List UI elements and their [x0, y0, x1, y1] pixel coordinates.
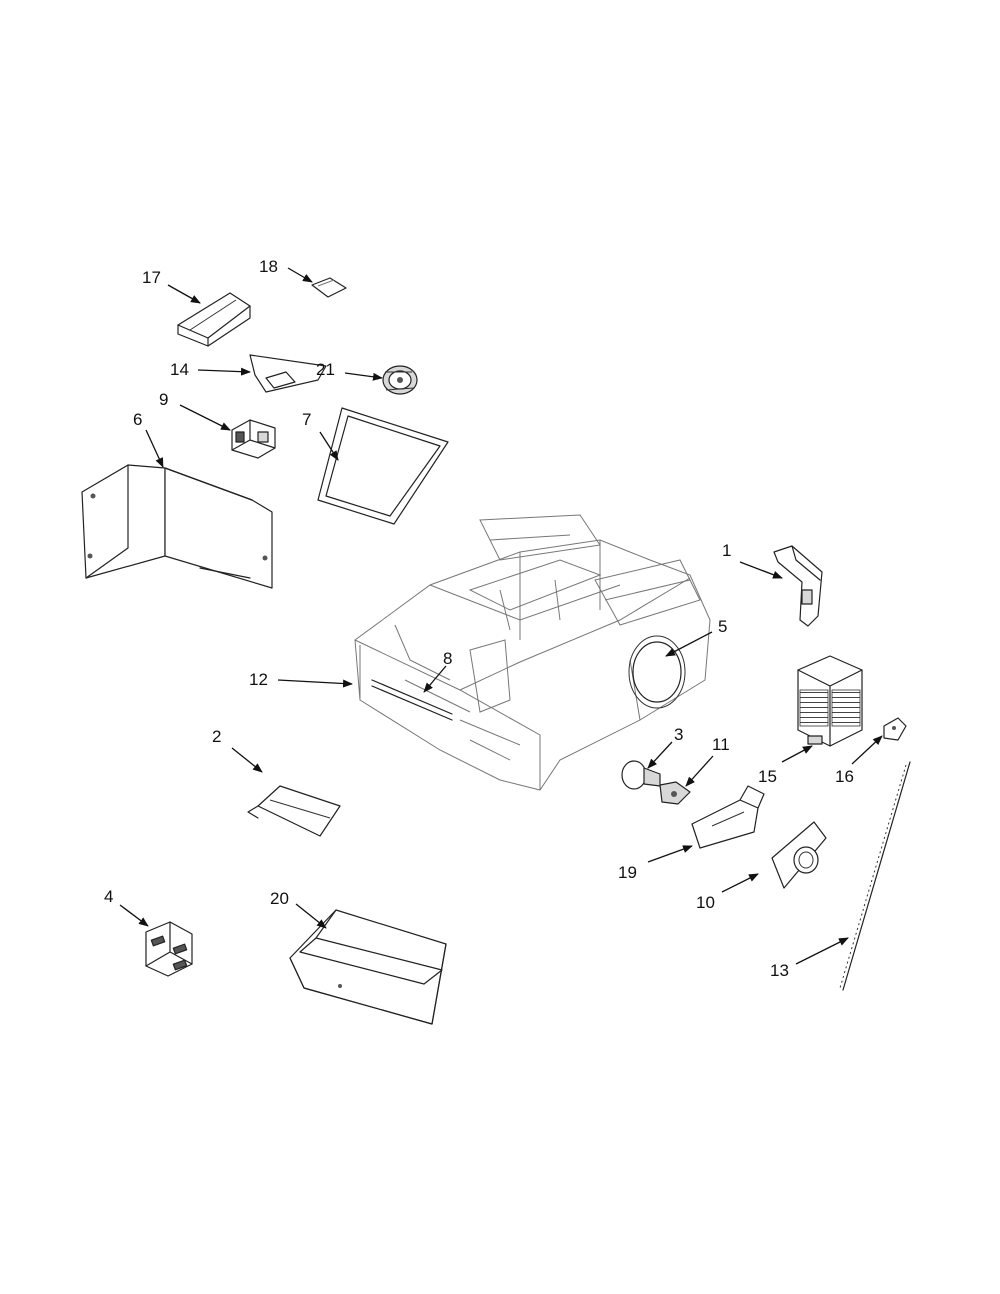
part-17-vent-cover [177, 292, 251, 347]
callout-9: 9 [159, 390, 168, 409]
callout-15: 15 [758, 767, 777, 786]
part-16-connector [883, 717, 907, 741]
part-6-side-panel [81, 464, 273, 589]
callout-4: 4 [104, 887, 113, 906]
callout-14: 14 [170, 360, 189, 379]
callout-13: 13 [770, 961, 789, 980]
part-3-lamp-bulb [621, 760, 661, 790]
part-9-switch [231, 419, 276, 459]
callout-17: 17 [142, 268, 161, 287]
part-19-bracket-plate [691, 785, 765, 849]
callout-2: 2 [212, 727, 221, 746]
part-20-grille-tray [289, 909, 447, 1025]
part-2-cover-plate [247, 785, 341, 837]
callout-5: 5 [718, 617, 727, 636]
callout-1: 1 [722, 541, 731, 560]
callout-8: 8 [443, 649, 452, 668]
callout-20: 20 [270, 889, 289, 908]
part-10-plate-knob [771, 821, 827, 889]
callout-10: 10 [696, 893, 715, 912]
callout-18: 18 [259, 257, 278, 276]
callout-3: 3 [674, 725, 683, 744]
part-12-cavity-frame [354, 514, 711, 791]
part-5-fan-assembly [628, 635, 686, 709]
part-1-bracket [773, 545, 823, 627]
part-18-label-plate [311, 277, 347, 298]
callout-16: 16 [835, 767, 854, 786]
leader-lines [119, 267, 883, 965]
part-4-mounting-bracket [145, 921, 193, 977]
callout-12: 12 [249, 670, 268, 689]
callout-6: 6 [133, 410, 142, 429]
callout-21: 21 [316, 360, 335, 379]
part-8-bar [371, 679, 453, 721]
part-13-rod [839, 761, 911, 991]
callout-19: 19 [618, 863, 637, 882]
part-7-door-gasket-frame [317, 407, 449, 525]
part-15-magnetron [797, 655, 863, 747]
part-11-lamp-socket [659, 781, 691, 805]
callout-labels: 17 18 14 21 9 6 7 1 5 8 12 2 3 11 15 16 … [104, 257, 854, 980]
part-21-stirrer-motor [382, 365, 418, 395]
callout-11: 11 [712, 735, 730, 754]
part-14-triangle-plate [249, 354, 327, 393]
callout-7: 7 [302, 410, 311, 429]
